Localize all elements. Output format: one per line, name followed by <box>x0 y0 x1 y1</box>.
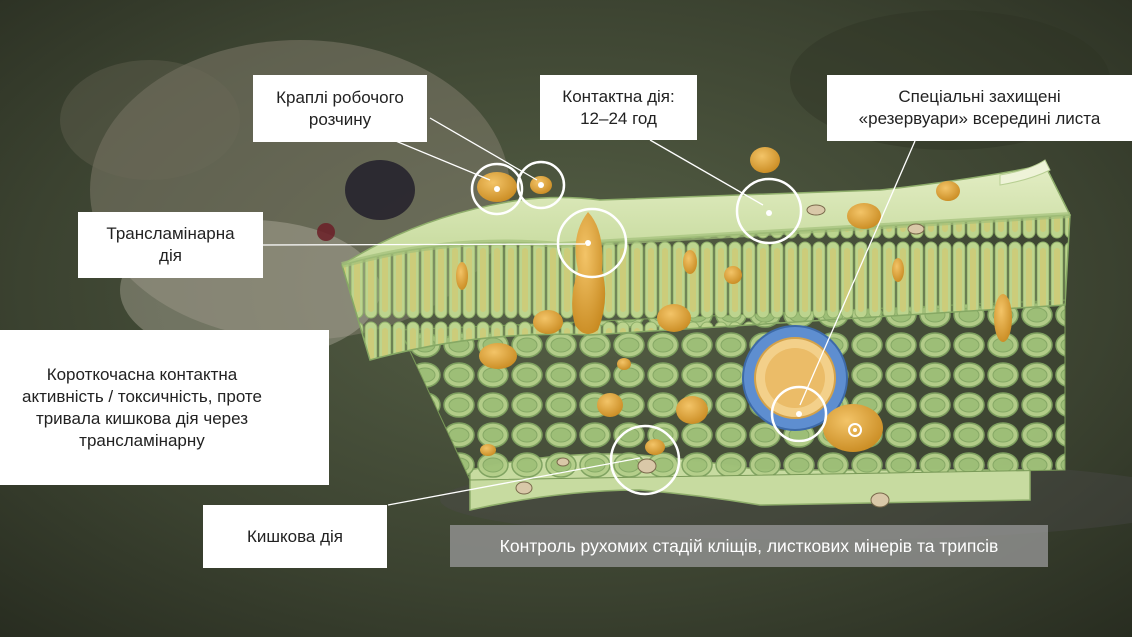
callout-gut-action: Кишкова дія <box>203 505 387 568</box>
callout-translaminar-text: Трансламінарна дія <box>106 224 235 265</box>
callout-short-contact: Короткочасна контактна активність / токс… <box>0 330 329 485</box>
callout-reservoirs-text: Спеціальні захищені «резервуари» всереди… <box>858 87 1101 128</box>
callout-gut-text: Кишкова дія <box>246 526 344 546</box>
callout-contact-action: Контактна дія: 12–24 год <box>540 75 697 140</box>
pest-control-banner: Контроль рухомих стадій кліщів, листкови… <box>450 525 1048 567</box>
callout-reservoirs: Спеціальні захищені «резервуари» всереди… <box>827 75 1132 141</box>
callout-short-contact-text: Короткочасна контактна активність / токс… <box>22 364 262 450</box>
callout-droplets-text: Краплі робочого розчину <box>276 87 404 129</box>
callout-droplets: Краплі робочого розчину <box>253 75 427 142</box>
callout-contact-text: Контактна дія: 12–24 год <box>562 86 675 128</box>
callout-translaminar: Трансламінарна дія <box>78 212 263 278</box>
